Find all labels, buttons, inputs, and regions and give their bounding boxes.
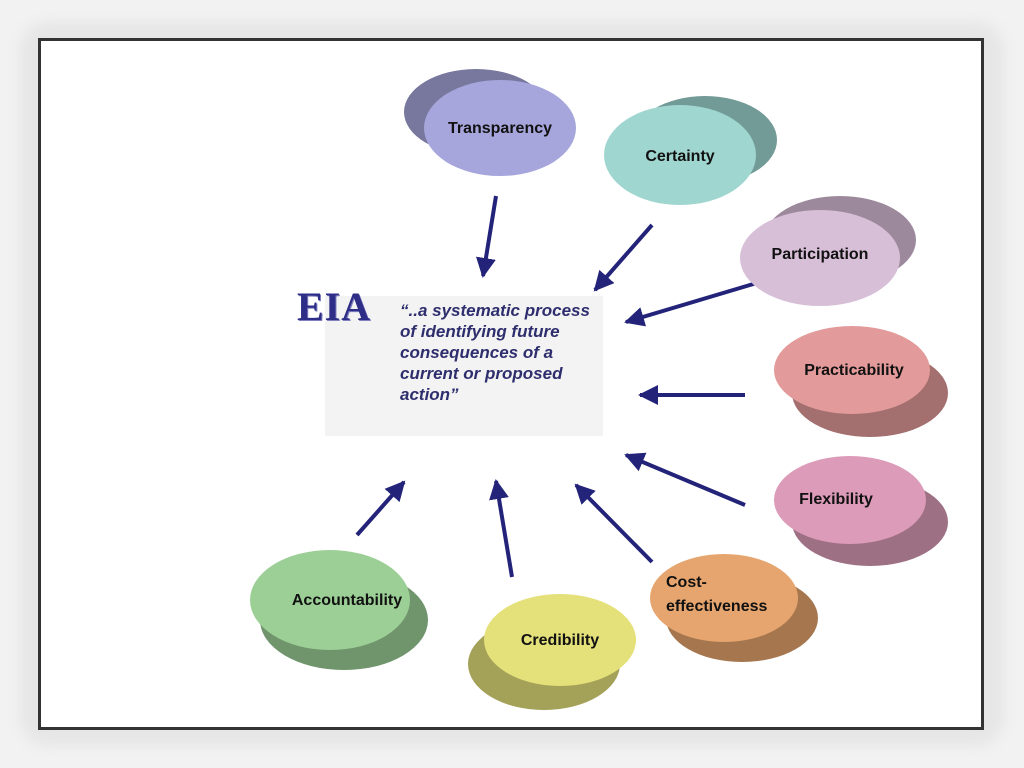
node-flexibility: Flexibility: [774, 456, 948, 566]
disc-top: [424, 80, 576, 176]
disc-top: [650, 554, 798, 642]
disc-top: [250, 550, 410, 650]
node-label-accountability: Accountability: [292, 592, 402, 609]
node-label-participation: Participation: [772, 246, 869, 263]
node-certainty: Certainty: [604, 96, 777, 205]
node-practicability: Practicability: [774, 326, 948, 437]
arrow-transparency: [476, 195, 498, 278]
arrow-certainty: [593, 223, 654, 292]
node-label-cost-effectiveness: Cost- effectiveness: [666, 574, 767, 615]
node-label-certainty: Certainty: [645, 148, 714, 165]
disc-top: [484, 594, 636, 686]
node-label-credibility: Credibility: [521, 632, 599, 649]
node-label-transparency: Transparency: [448, 120, 552, 137]
arrow-flexibility: [624, 452, 746, 507]
arrow-participation: [624, 280, 761, 327]
disc-top: [604, 105, 756, 205]
node-participation: Participation: [740, 196, 916, 306]
arrow-credibility: [489, 479, 514, 578]
arrows: [355, 195, 761, 578]
eia-definition: “..a systematic process of identifying f…: [400, 301, 590, 404]
disc-top: [774, 456, 926, 544]
node-label-practicability: Practicability: [804, 362, 904, 379]
arrow-accountability: [355, 480, 406, 537]
eia-title: EIA: [297, 284, 372, 329]
node-transparency: Transparency: [404, 69, 576, 176]
node-cost-effectiveness: Cost- effectiveness: [650, 554, 818, 662]
arrow-cost-effectiveness: [574, 483, 654, 564]
disc-top: [740, 210, 900, 306]
node-accountability: Accountability: [250, 550, 428, 670]
node-label-flexibility: Flexibility: [799, 491, 873, 508]
node-credibility: Credibility: [468, 594, 636, 710]
definition-box: [325, 296, 603, 436]
disc-top: [774, 326, 930, 414]
